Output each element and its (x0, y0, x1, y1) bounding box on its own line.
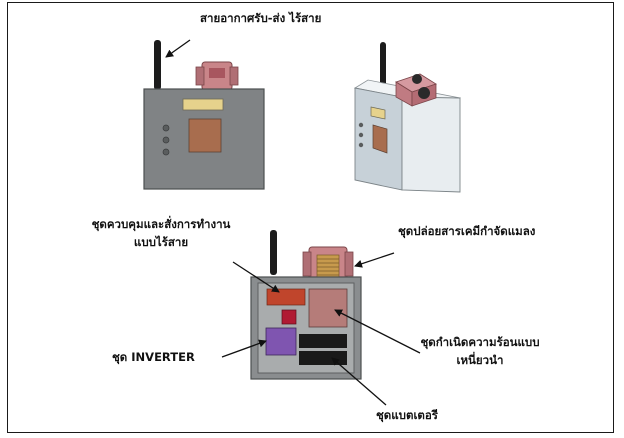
iso-view-led (358, 132, 364, 138)
iso-view-led (358, 122, 364, 128)
front-view-antenna (154, 40, 161, 90)
control-label-line2: แบบไร้สาย (133, 235, 189, 249)
dispenser-label: ชุดปล่อยสารเคมีกำจัดแมลง (398, 224, 536, 238)
iso-view-side-face (401, 96, 461, 193)
front-view-led (162, 124, 170, 132)
internal-view-device (250, 230, 362, 380)
iso-view-led (358, 142, 364, 148)
heater-arrow (334, 309, 421, 354)
antenna-label: สายอากาศรับ-ส่ง ไร้สาย (200, 11, 322, 25)
heater-label: ชุดกำเนิดความร้อนแบบ เหนี่ยวนำ (405, 335, 555, 368)
iso-view-display-panel (370, 106, 386, 120)
inverter-label: ชุด INVERTER (112, 350, 195, 364)
control-module (266, 288, 306, 306)
internal-view-antenna (270, 230, 277, 275)
front-view-led (162, 148, 170, 156)
front-view-heater-pad (188, 118, 222, 153)
small-component (281, 309, 297, 325)
heater-label-line1: ชุดกำเนิดความร้อนแบบ (420, 335, 540, 349)
battery-module (299, 351, 347, 365)
isometric-view-device (353, 42, 462, 193)
front-view-dispenser (195, 61, 239, 91)
heater-label-line2: เหนี่ยวนำ (456, 353, 504, 367)
heater-module (308, 288, 348, 328)
front-view-led (162, 136, 170, 144)
dispenser-arrow (354, 252, 395, 268)
iso-view-dispenser (395, 73, 437, 107)
inverter-arrow (221, 339, 267, 358)
callout-arrows (165, 39, 421, 406)
figure-frame (7, 2, 614, 433)
front-view-device (143, 40, 265, 190)
control-label: ชุดควบคุมและสั่งการทำงาน แบบไร้สาย (46, 217, 276, 250)
battery-module (299, 334, 347, 348)
iso-view-heater-pad (372, 124, 388, 154)
control-arrow (232, 261, 280, 293)
internal-view-dispenser (302, 246, 354, 282)
battery-label: ชุดแบตเตอรี (376, 408, 438, 422)
battery-arrow (331, 357, 387, 406)
inverter-module (265, 327, 297, 356)
antenna-arrow (165, 39, 191, 58)
control-label-line1: ชุดควบคุมและสั่งการทำงาน (91, 217, 231, 231)
front-view-display-panel (182, 98, 224, 111)
